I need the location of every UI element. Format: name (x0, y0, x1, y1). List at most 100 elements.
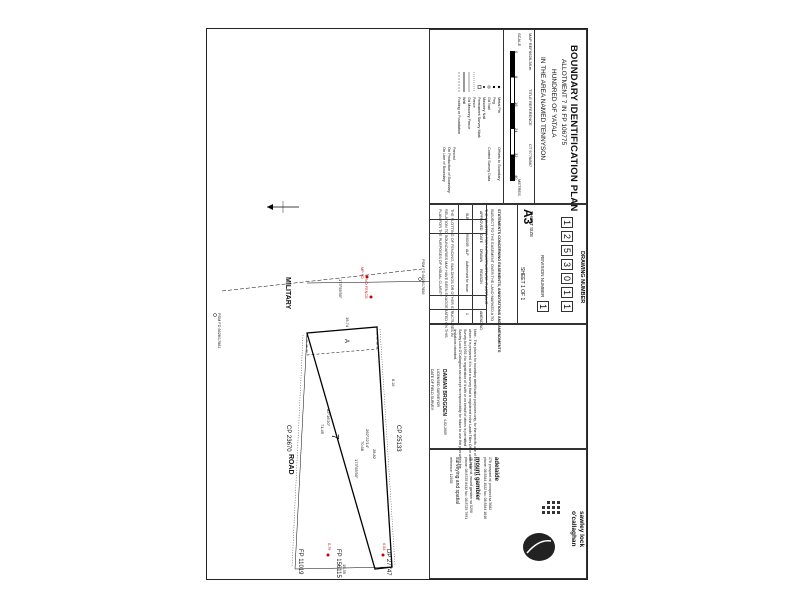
bearing-label: 173°55'50" (338, 279, 343, 299)
metres-label: METRES (517, 179, 522, 196)
amend-header: APPROVED (479, 211, 483, 231)
survey-date: 4-02-2009 (443, 419, 447, 435)
company-address: 45 helen st, mount gambier sa 5290 (469, 457, 473, 513)
bearing-label: 262°22'14" (365, 429, 370, 449)
company-city: mount gambier (474, 457, 480, 501)
survey-date-label: DATE OF FIELD SURVEY: (430, 369, 434, 411)
cp-label: CP 25133 (395, 425, 401, 452)
red-mark (369, 295, 373, 299)
legend-item: Fenced (452, 147, 456, 160)
sheet-of: SHEET 1 OF 1 (519, 267, 525, 301)
company-box (429, 449, 587, 579)
map-ref-label: MAP REF (528, 33, 533, 51)
map-ref-value: 6628-38-m (528, 51, 533, 71)
fence-line (291, 334, 304, 568)
legend-item: Footing or Foundation (457, 97, 461, 135)
revision-value: 1 (537, 301, 549, 313)
plan-sheet: BOUNDARY IDENTIFICATION PLAN ALLOTMENT 7… (206, 28, 588, 580)
company-tagline: surveying and spatial (454, 457, 460, 504)
legend-item: Fence (472, 97, 476, 108)
drawing-digit: 3 (561, 259, 573, 271)
drawing-number-label: DRAWING NUMBER (579, 251, 585, 304)
psm-label: PSM FD 6628/17881 (217, 313, 221, 349)
north-arrow-icon (267, 201, 299, 213)
scale-bar (510, 51, 515, 181)
drawing-number-box (517, 204, 587, 324)
red-mark (381, 553, 385, 557)
bearing-label: 82°16'20" (326, 409, 331, 427)
company-phone: phone: 08 8344 1022 fax: 08 8344 1646 (483, 457, 487, 520)
legend-list: Metal Pin Peg Gd Nail Masonry Nail Perma… (437, 37, 503, 197)
psm-marker-icon (418, 277, 422, 281)
scale-tick-4: 32 (514, 153, 519, 158)
adjoining-boundary (294, 566, 393, 570)
legend-item: Gd Nail (487, 97, 491, 110)
scale-label: SCALE (517, 33, 522, 47)
legend-item: Metal Pin (497, 97, 501, 113)
offset-label: 0.79 (327, 543, 331, 551)
distance-label: 71.45 (320, 424, 325, 435)
road-boundary (306, 281, 429, 284)
distance-label: 28.82 (372, 449, 377, 460)
company-city: adelaide (493, 457, 499, 482)
pin-note: MP FD (360, 267, 364, 279)
offset-label: 8.16 (391, 379, 395, 387)
amendments-table (429, 204, 487, 324)
statements-line: SUBJECT TO THE EASEMENT OVER THE LAND MA… (490, 209, 494, 322)
legend-item: Wall (462, 97, 466, 105)
drawing-digit: 1 (561, 301, 573, 313)
note-line: Sawley Lock O'Callaghan can accept no re… (458, 329, 462, 469)
legend-item: On Line of Boundary (442, 147, 446, 182)
surveyor-title: LICENSED SURVEYOR (436, 369, 440, 408)
plan-drawing (213, 201, 429, 570)
cp-label: CP 23670 (285, 425, 291, 452)
scale-tick-5: 40 (514, 175, 519, 180)
note-box (429, 324, 587, 449)
legend-item: Control Survey Data (487, 147, 491, 182)
lot-number: 7 (329, 434, 340, 440)
distance-label: 15.35 (342, 564, 347, 575)
road-boundary (221, 268, 423, 292)
distance-label: 70.58 (360, 441, 365, 452)
allotment-text: ALLOTMENT 7 IN FP 106775 (560, 59, 567, 146)
red-mark (365, 275, 369, 279)
revision-label: REVISION NUMBER (540, 255, 545, 298)
legend-item: Peg (492, 97, 496, 104)
legend-item: On Production of Boundary (447, 147, 451, 193)
legend-item: Masonry Nail (482, 97, 486, 120)
legend-item: Gd Masonry Fence (467, 97, 471, 130)
note-line: whom it is prepared. It is not a survey … (468, 329, 472, 469)
drawing-digit: 1 (561, 287, 573, 299)
note-line: limitations intended. (453, 329, 457, 360)
drawing-digit: 2 (561, 231, 573, 243)
road-name: MILITARY (284, 277, 291, 310)
legend-box (429, 29, 503, 204)
amend-cell: ALP (465, 249, 469, 256)
drawing-digit: 1 (561, 217, 573, 229)
surveyor-name: DAMIAN BROGDEN (441, 369, 447, 416)
legend-item: Offsets to Boundary (497, 147, 501, 181)
drawing-digit: 0 (561, 273, 573, 285)
company-reference: reference: 12533 (449, 457, 453, 484)
amend-header: REASON (479, 269, 483, 284)
psm-label: PSM FD 6628/17856 (421, 259, 425, 295)
amend-cell: Authorised for issue (465, 261, 469, 292)
fp-label: FP 156115 (335, 549, 341, 578)
amend-header: DATE (479, 234, 483, 244)
note-line: Survey Act 1992. No registration of it w… (463, 329, 467, 447)
easement-label: A (343, 339, 349, 344)
amend-cell: SLB (465, 213, 469, 220)
fence-note: NO FENCE (364, 279, 368, 299)
title-ref-value: CT 5776/887 (528, 144, 533, 168)
road-name: ROAD (287, 454, 294, 475)
brand-name: sawley lock (578, 511, 585, 548)
easement-a (306, 326, 378, 356)
scale-tick-2: 16 (514, 102, 519, 107)
plan-title: BOUNDARY IDENTIFICATION PLAN (568, 45, 579, 212)
title-ref-label: TITLE REFERENCE (528, 89, 533, 126)
legend-item: Permanent Survey Mark (477, 97, 481, 138)
scale-strip (503, 29, 535, 204)
adjoining-boundary (376, 326, 393, 568)
company-logo (523, 501, 560, 561)
bearing-label: 173°55'50" (354, 459, 359, 479)
